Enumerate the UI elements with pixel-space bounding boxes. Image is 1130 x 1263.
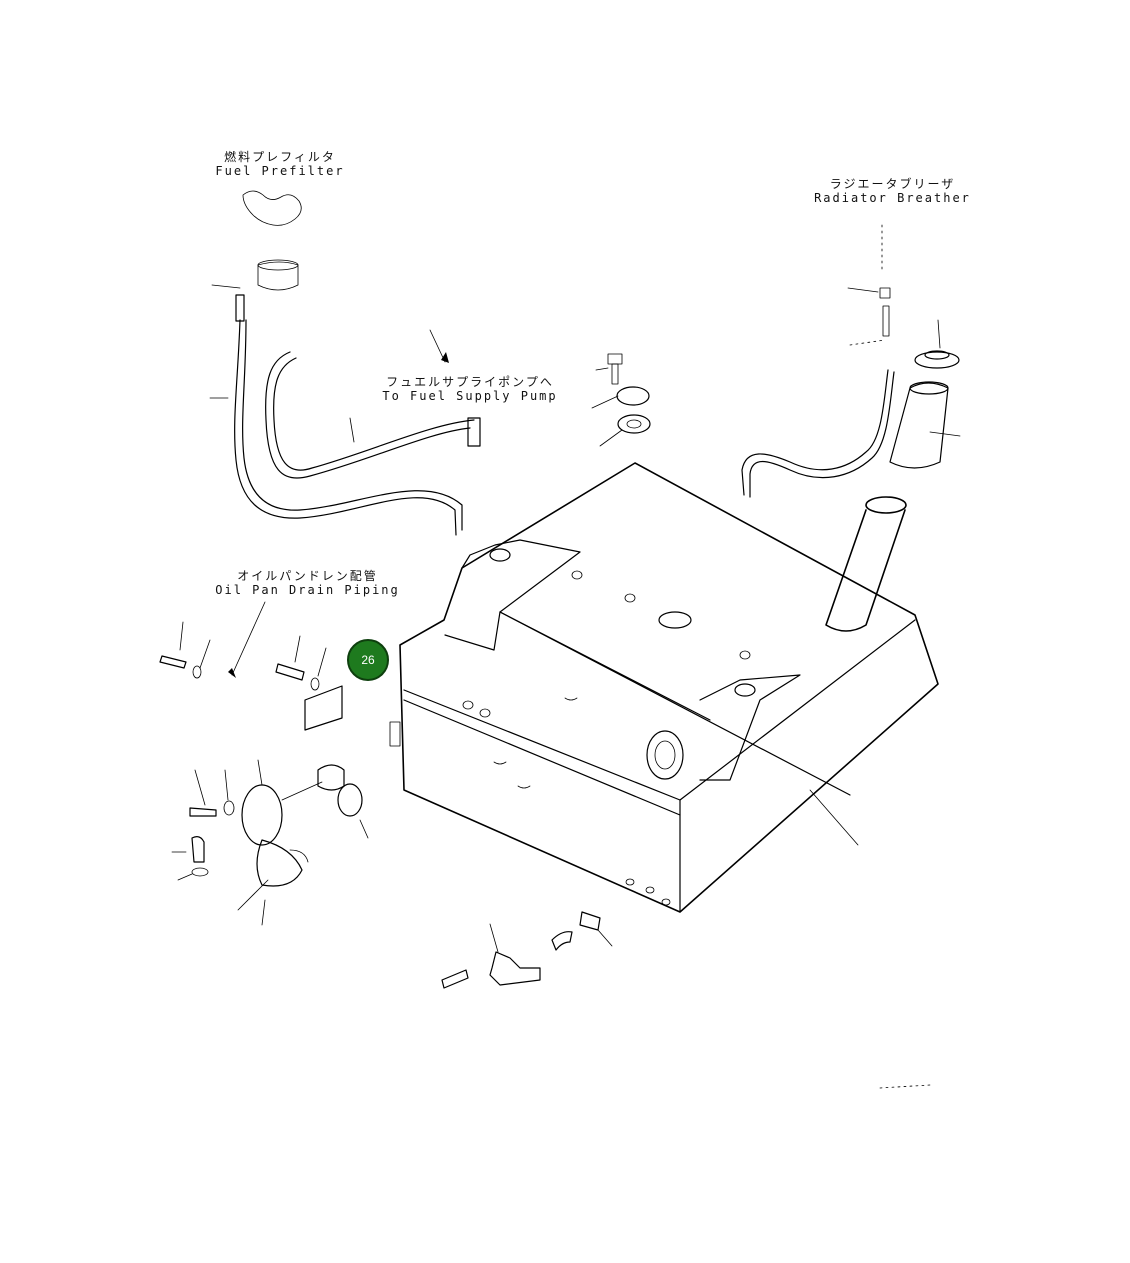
radiator-breather-label-en: Radiator Breather — [814, 191, 971, 205]
fuel-hoses — [209, 284, 481, 536]
radiator-breather-label-jp: ラジエータブリーザ — [829, 177, 956, 191]
part-callout-26[interactable]: 26 — [347, 639, 389, 681]
fuel-supply-pump-label-en: To Fuel Supply Pump — [382, 389, 558, 403]
fuel-prefilter-label-jp: 燃料プレフィルタ — [224, 150, 336, 164]
fuel-prefilter-label-en: Fuel Prefilter — [215, 164, 345, 178]
fuel-level-sender — [159, 601, 369, 926]
oil-pan-drain-label-jp: オイルパンドレン配管 — [237, 569, 378, 583]
radiator-breather-part — [741, 224, 961, 498]
oil-pan-drain-label-en: Oil Pan Drain Piping — [215, 583, 400, 597]
fuel-supply-pump-label-jp: フュエルサプライポンプへ — [386, 375, 554, 389]
fuel-tank-body — [389, 462, 939, 913]
filler-cap-parts — [591, 353, 651, 447]
oil-pan-drain-label: オイルパンドレン配管 Oil Pan Drain Piping — [200, 569, 415, 597]
fuel-prefilter-label: 燃料プレフィルタ Fuel Prefilter — [205, 150, 355, 178]
fuel-supply-pump-label: フュエルサプライポンプへ To Fuel Supply Pump — [370, 375, 570, 403]
mounting-clamps — [441, 911, 931, 1089]
fuel-prefilter-part — [242, 190, 302, 291]
radiator-breather-label: ラジエータブリーザ Radiator Breather — [800, 177, 985, 205]
